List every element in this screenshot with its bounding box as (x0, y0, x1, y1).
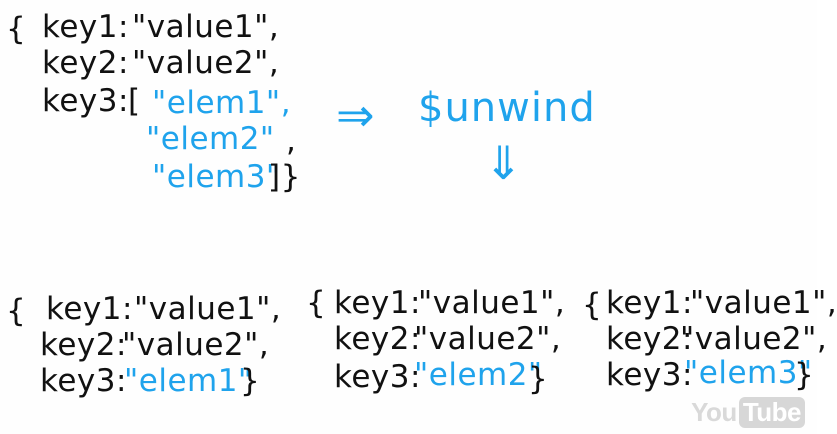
output1-key2: key2: (40, 327, 127, 363)
output3-key1: key1: (606, 285, 693, 321)
down-arrow-icon: ⇓ (484, 136, 523, 190)
input-value1: "value1", (132, 9, 280, 45)
output3-value2: "value2", (680, 321, 828, 357)
output2-key2: key2: (334, 321, 421, 357)
output3-open-brace: { (582, 287, 603, 323)
input-open-brace: { (6, 11, 27, 47)
output1-open-brace: { (6, 293, 27, 329)
right-arrow-icon: ⇒ (336, 88, 375, 142)
output2-key1: key1: (334, 285, 421, 321)
output2-elem: "elem2" (414, 357, 543, 393)
output2-value1: "value1", (418, 285, 566, 321)
input-array-open: [ (128, 83, 141, 119)
output2-value2: "value2", (414, 321, 562, 357)
output3-close-brace: } (794, 357, 815, 393)
diagram-canvas: { key1: "value1", key2: "value2", key3: … (6, 9, 837, 428)
output1-elem: "elem1" (124, 363, 253, 399)
output1-close-brace: } (240, 363, 261, 399)
unwind-stage-label: $unwind (418, 85, 596, 131)
output3-value1: "value1", (690, 285, 837, 321)
output2-key3: key3: (334, 359, 421, 395)
watermark-you: You (691, 397, 737, 427)
output1-value1: "value1", (134, 291, 282, 327)
input-elem2: "elem2" (146, 121, 275, 157)
output1-value2: "value2", (122, 327, 270, 363)
output1-key1: key1: (46, 291, 133, 327)
input-key2: key2: (42, 45, 129, 81)
watermark-tube: Tube (738, 397, 805, 428)
input-elem2-comma: , (286, 123, 297, 159)
input-elem1: "elem1", (152, 85, 292, 121)
output3-key2: key2: (606, 321, 693, 357)
input-key3: key3: (42, 83, 129, 119)
input-value2: "value2", (132, 45, 280, 81)
output2-close-brace: } (528, 361, 549, 397)
input-elem3: "elem3" (152, 159, 281, 195)
input-array-close: ]} (268, 159, 301, 195)
output2-open-brace: { (306, 285, 327, 321)
output3-key3: key3: (606, 357, 693, 393)
output3-elem: "elem3" (684, 355, 813, 391)
input-key1: key1: (42, 9, 129, 45)
output1-key3: key3: (40, 363, 127, 399)
